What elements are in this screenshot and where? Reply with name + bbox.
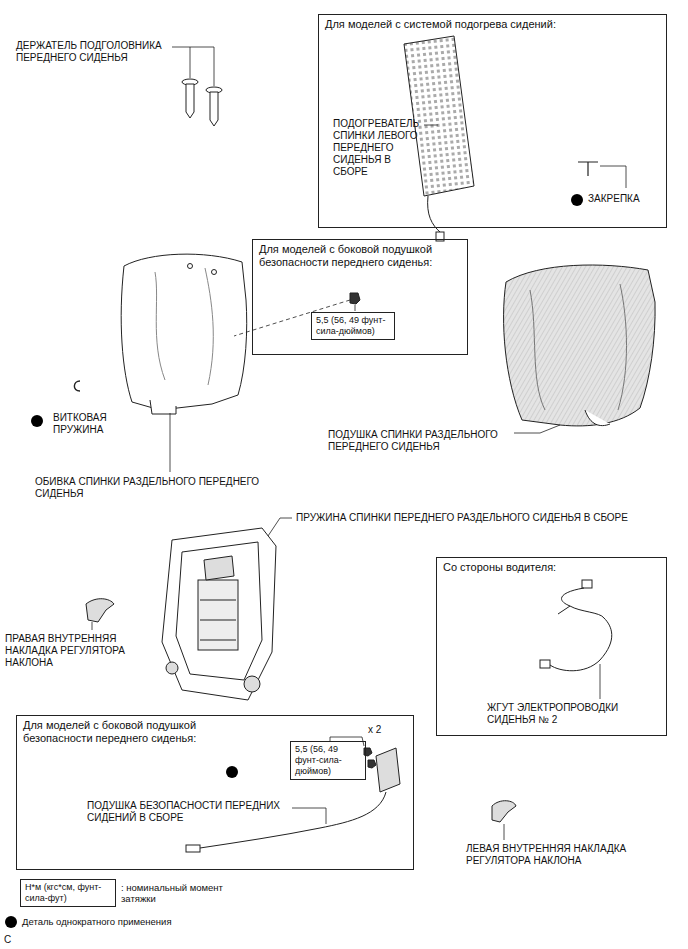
- wire-harness: [558, 606, 570, 614]
- part-name: ДЕРЖАТЕЛЬ ПОДГОЛОВНИКА ПЕРЕДНЕГО СИДЕНЬЯ: [16, 40, 172, 64]
- seat-back-pad: [504, 265, 656, 426]
- part-name: ЗАКРЕПКА: [588, 193, 658, 205]
- legend-mark: [5, 916, 17, 928]
- leader-line: [514, 425, 560, 433]
- leader-line: [268, 518, 292, 536]
- seat-back-frame: [162, 528, 276, 700]
- wire-harness: [540, 660, 550, 668]
- option-panel: Для моделей с боковой подушкой безопасно…: [16, 715, 414, 870]
- nut: [368, 760, 376, 768]
- seat-back-cover: [150, 400, 176, 414]
- legend-text: Деталь однократного применения: [22, 916, 242, 927]
- option-panel: Для моделей с боковой подушкой безопасно…: [252, 239, 468, 355]
- panel-heading: Для моделей с системой подогрева сидений…: [319, 15, 666, 34]
- seat-back-pad: [585, 410, 610, 426]
- part-name: ЛЕВАЯ ВНУТРЕННЯЯ НАКЛАДКА РЕГУЛЯТОРА НАК…: [466, 843, 681, 867]
- figure-id: C: [4, 934, 18, 946]
- one-time-use-mark: [226, 766, 238, 778]
- part-name: ПОДУШКА СПИНКИ РАЗДЕЛЬНОГО ПЕРЕДНЕГО СИД…: [328, 429, 513, 453]
- legend-text: : номинальный момент затяжки: [121, 882, 231, 904]
- part-name: ПОДУШКА БЕЗОПАСНОСТИ ПЕРЕДНИХ СИДЕНИЙ В …: [87, 800, 292, 824]
- seat-back-frame: [200, 600, 236, 640]
- leader-line: [600, 664, 601, 699]
- seat-back-cover: [121, 254, 247, 414]
- coil-spring: [74, 381, 80, 391]
- seat-heater: [428, 196, 440, 232]
- leader-line: [600, 664, 601, 699]
- torque-value: 5,5 (56, 49 фунт-сила-дюймов): [291, 742, 365, 779]
- seat-back-frame: [244, 676, 260, 692]
- one-time-use-mark: [571, 194, 583, 206]
- headrest-support: [182, 79, 222, 126]
- leader-line: [292, 737, 364, 824]
- leader-line: [424, 125, 438, 126]
- seat-back-pad: [504, 265, 656, 426]
- coil-spring: [74, 381, 80, 391]
- seat-heater: [404, 36, 474, 196]
- leader-line: [514, 425, 560, 433]
- seat-back-pad: [530, 284, 627, 410]
- seat-back-frame: [204, 556, 234, 580]
- leader-line: [292, 808, 326, 824]
- leader-line: [92, 622, 93, 630]
- leader-line: [170, 413, 171, 472]
- part-name: ОБИВКА СПИНКИ РАЗДЕЛЬНОГО ПЕРЕДНЕГО СИДЕ…: [35, 476, 297, 500]
- part-name: ПРАВАЯ ВНУТРЕННЯЯ НАКЛАДКА РЕГУЛЯТОРА НА…: [5, 633, 155, 669]
- one-time-use-mark: [226, 766, 238, 778]
- leader-line: [92, 622, 93, 630]
- recliner-cover: [492, 801, 516, 822]
- seat-back-cover: [212, 270, 217, 275]
- panel-heading: Для моделей с боковой подушкой безопасно…: [253, 240, 467, 272]
- nut: [350, 293, 360, 304]
- legend-torque-box: Н*м (кгс*см, фунт-сила-фут): [20, 879, 116, 907]
- part-name: ПРУЖИНА СПИНКИ ПЕРЕДНЕГО РАЗДЕЛЬНОГО СИД…: [296, 512, 636, 524]
- one-time-use-mark: [571, 194, 583, 206]
- leader-line: [172, 47, 214, 86]
- leader-line: [355, 305, 356, 311]
- leader-line: [600, 166, 626, 188]
- quantity: x 2: [368, 724, 398, 736]
- seat-back-frame: [176, 542, 262, 680]
- seat-back-cover: [155, 268, 213, 385]
- wire-harness: [540, 580, 612, 671]
- one-time-use-mark: [31, 415, 43, 427]
- seat-back-cover: [188, 264, 193, 269]
- leader-line: [172, 47, 214, 86]
- part-name: ПОДОГРЕВАТЕЛЬ СПИНКИ ЛЕВОГО ПЕРЕДНЕГО СИ…: [333, 118, 423, 178]
- side-airbag: [376, 748, 400, 792]
- wire-harness: [550, 588, 612, 671]
- legend-mark: [5, 916, 17, 928]
- clip: [578, 162, 598, 176]
- leader-line: [190, 47, 191, 78]
- part-name: ЖГУТ ЭЛЕКТРОПРОВОДКИ СИДЕНЬЯ № 2: [487, 702, 652, 726]
- seat-back-frame: [166, 662, 178, 674]
- recliner-cover: [492, 801, 516, 822]
- seat-back-frame: [198, 580, 238, 650]
- torque-value: 5,5 (56, 49 фунт-сила-дюймов): [312, 313, 394, 339]
- clip: [578, 162, 598, 176]
- panel-heading: Для моделей с боковой подушкой безопасно…: [17, 716, 269, 748]
- leader-line: [424, 125, 438, 126]
- recliner-cover: [86, 599, 114, 622]
- torque-box: 5,5 (56, 49 фунт-сила-дюймов): [290, 741, 366, 780]
- leader-line: [600, 166, 626, 188]
- side-airbag: [186, 845, 200, 852]
- torque-box: 5,5 (56, 49 фунт-сила-дюймов): [311, 312, 395, 340]
- part-name: ВИТКОВАЯ ПРУЖИНА: [53, 412, 133, 436]
- torque-value: Н*м (кгс*см, фунт-сила-фут): [21, 880, 115, 906]
- wire-harness: [582, 580, 592, 588]
- leader-line: [504, 824, 505, 840]
- leader-line: [504, 824, 505, 840]
- recliner-cover: [86, 599, 114, 622]
- leader-line: [268, 518, 292, 536]
- one-time-use-mark: [31, 415, 43, 427]
- nut: [350, 293, 360, 304]
- headrest-support: [210, 92, 218, 126]
- panel-heading: Со стороны водителя:: [437, 558, 666, 577]
- headrest-support: [186, 84, 194, 118]
- seat-back-frame: [162, 528, 276, 700]
- seat-back-cover: [121, 254, 247, 410]
- leader-line: [355, 305, 356, 311]
- leader-line: [170, 413, 171, 472]
